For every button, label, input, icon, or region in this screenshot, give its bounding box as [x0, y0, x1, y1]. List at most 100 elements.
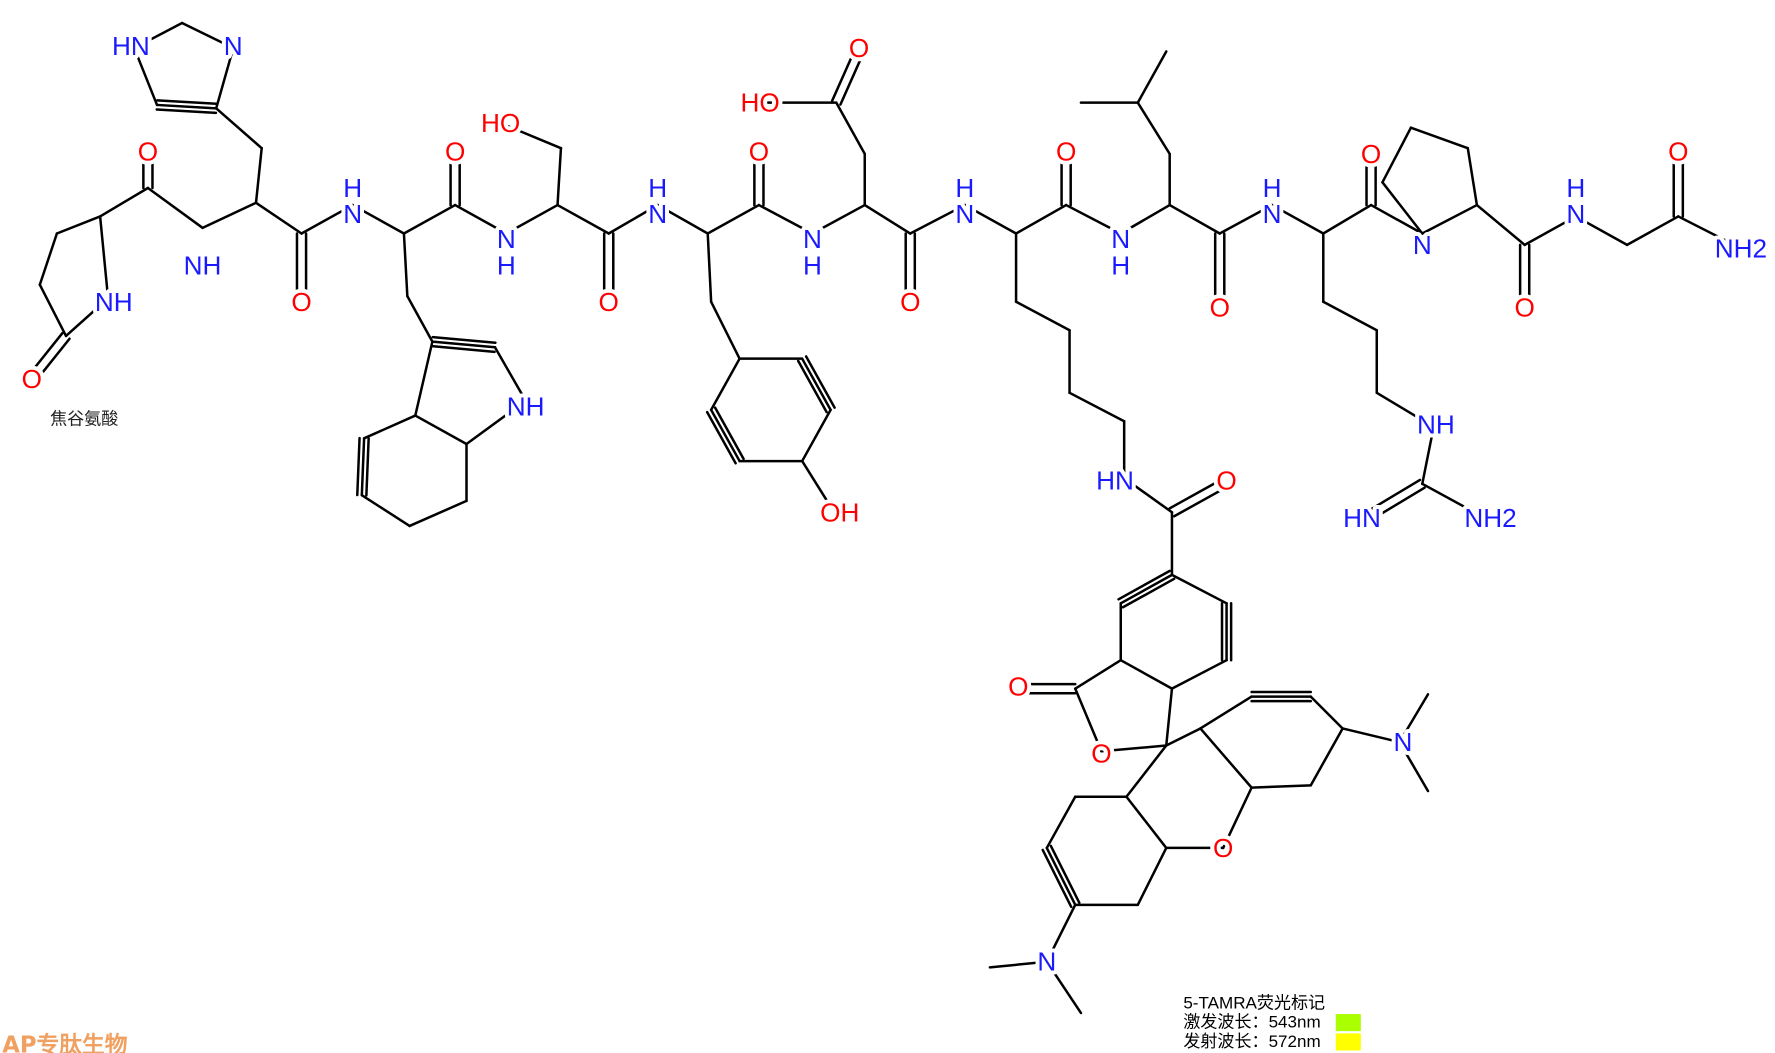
- atom-label-n: N: [497, 224, 516, 254]
- bond: [1270, 203, 1325, 235]
- bond: [406, 294, 434, 343]
- atom-label-h: H: [497, 250, 516, 280]
- atom-label-oh: OH: [820, 497, 859, 527]
- atom-label-h: H: [343, 173, 362, 203]
- bond: [800, 459, 832, 508]
- bond: [505, 203, 559, 235]
- bond: [1117, 569, 1171, 601]
- atom-label-h: H: [648, 173, 667, 203]
- bond: [988, 960, 1049, 969]
- atom-label-h: H: [1263, 173, 1282, 203]
- bond: [1466, 146, 1479, 207]
- bond: [1381, 126, 1413, 184]
- bond: [465, 399, 527, 446]
- bond: [1221, 786, 1253, 850]
- bond: [705, 410, 737, 465]
- bond: [1322, 203, 1373, 235]
- atom-label-o: O: [749, 137, 769, 167]
- bond: [1250, 784, 1313, 789]
- bond: [1045, 795, 1077, 850]
- bond: [300, 203, 354, 235]
- watermark-logo: AP专肽生物: [2, 1032, 128, 1053]
- atom-label-o: O: [291, 287, 311, 317]
- atom-label-o: O: [138, 137, 158, 167]
- bond: [1398, 693, 1430, 744]
- bond: [1045, 846, 1077, 907]
- bond: [709, 408, 741, 463]
- bond: [155, 108, 218, 115]
- atom-label-o: O: [1213, 833, 1233, 863]
- bond: [360, 493, 411, 528]
- bond: [1341, 727, 1401, 744]
- bond: [1136, 50, 1168, 104]
- bond: [863, 203, 912, 235]
- bond: [811, 203, 866, 235]
- bond: [1398, 740, 1430, 793]
- bond: [835, 101, 866, 156]
- bond: [1168, 478, 1223, 510]
- bond: [64, 297, 110, 338]
- bond: [796, 359, 828, 414]
- bond: [38, 283, 68, 338]
- bond: [254, 201, 303, 235]
- atom-label-o: O: [900, 287, 920, 317]
- bond: [1421, 482, 1487, 520]
- bond: [499, 121, 563, 150]
- bond: [1073, 687, 1103, 753]
- atom-label-o: O: [1668, 137, 1688, 167]
- bond: [1125, 795, 1168, 850]
- bond: [1475, 203, 1526, 247]
- bond: [493, 346, 527, 403]
- bond: [706, 232, 713, 304]
- bond: [1125, 744, 1168, 798]
- atom-label-nh: NH: [507, 391, 545, 421]
- bond: [1309, 727, 1344, 787]
- bond: [1172, 486, 1227, 518]
- emission-swatch: [1335, 1033, 1361, 1051]
- bond: [1119, 203, 1171, 235]
- bond: [1218, 203, 1274, 235]
- bond: [1168, 203, 1221, 235]
- atom-label-n: N: [1037, 947, 1056, 977]
- bond: [1309, 695, 1344, 730]
- atom-label-o: O: [1514, 292, 1534, 322]
- atom-label-o: O: [445, 137, 465, 167]
- bond: [963, 203, 1018, 235]
- bond: [1045, 903, 1077, 963]
- bond: [1165, 727, 1202, 747]
- bond: [1136, 101, 1171, 156]
- bond: [1574, 215, 1629, 247]
- atom-label-o: O: [1008, 671, 1028, 701]
- bonds: [29, 21, 1743, 1015]
- bond: [556, 146, 563, 207]
- atom-label-h: H: [1566, 173, 1585, 203]
- fluor-title: 5-TAMRA荧光标记: [1183, 993, 1325, 1012]
- bond: [402, 232, 409, 298]
- bond: [607, 203, 659, 235]
- bond: [1199, 727, 1253, 789]
- bond: [1165, 687, 1174, 747]
- atom-label-nh2: NH2: [1464, 503, 1516, 533]
- atom-label-hn: HN: [1096, 465, 1134, 495]
- bond: [214, 46, 235, 110]
- excitation-swatch: [1335, 1014, 1361, 1032]
- atom-label-n: N: [1111, 224, 1130, 254]
- bond: [98, 186, 150, 218]
- atom-label-hn: HN: [1343, 503, 1381, 533]
- bond: [1041, 848, 1073, 909]
- bond: [709, 300, 741, 360]
- bond: [360, 437, 366, 497]
- bond: [1049, 844, 1081, 905]
- bond: [408, 499, 468, 528]
- atom-label-o: O: [1056, 137, 1076, 167]
- bond: [909, 203, 967, 235]
- bond: [1421, 425, 1435, 486]
- bond: [365, 437, 370, 497]
- bond: [1121, 577, 1176, 609]
- bond: [1375, 391, 1435, 429]
- atom-label-n: N: [1393, 727, 1412, 757]
- bond: [656, 203, 709, 235]
